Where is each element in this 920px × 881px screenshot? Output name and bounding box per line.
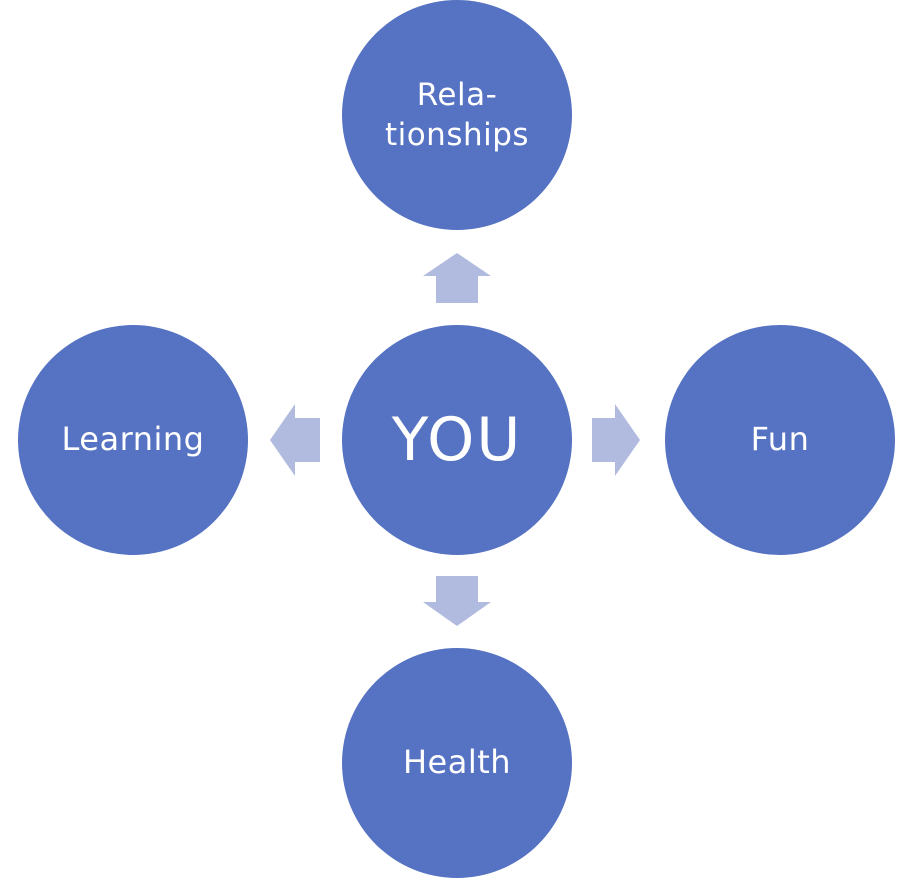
node-learning: Learning: [18, 325, 248, 555]
node-fun-label: Fun: [750, 420, 810, 459]
node-you-label: YOU: [391, 405, 523, 475]
node-relationships-label: Rela- tionships: [385, 75, 529, 156]
node-health-label: Health: [402, 743, 512, 782]
node-learning-label: Learning: [61, 420, 205, 459]
node-fun: Fun: [665, 325, 895, 555]
arrow-down: [423, 576, 491, 626]
arrow-left: [270, 404, 320, 476]
node-relationships-line1: Rela-: [416, 76, 498, 113]
node-relationships-line2: tionships: [384, 117, 530, 153]
arrow-right: [592, 404, 640, 476]
node-health: Health: [342, 648, 572, 878]
node-you: YOU: [342, 325, 572, 555]
arrow-up: [423, 253, 491, 303]
node-relationships: Rela- tionships: [342, 0, 572, 230]
